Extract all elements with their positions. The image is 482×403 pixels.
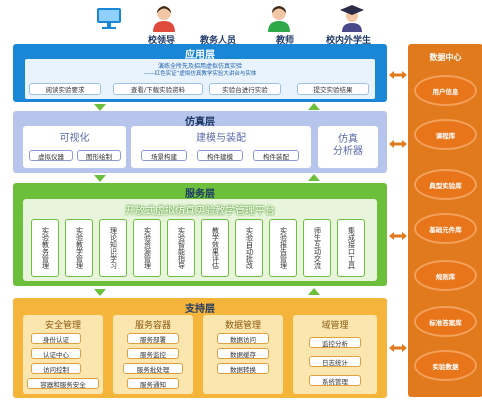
support-group-title: 域管理 xyxy=(321,321,349,331)
double-arrow-icon xyxy=(389,344,407,352)
sim-layer: 仿真层 可视化 虚拟仪器 图形绘制 建模与装配 场景构建 构件建模 构件装配 仿… xyxy=(13,111,387,173)
support-layer-title: 支持层 xyxy=(185,304,215,315)
sim-group-visual-title: 可视化 xyxy=(59,133,90,144)
service-platform-title: 开放式虚拟仿真实验教学管理平台 xyxy=(125,206,275,217)
support-group-domain: 域管理 监控分析 日志统计 系统管理 xyxy=(293,315,377,394)
support-group-data: 数据管理 数据访问 数据缓存 数据转换 xyxy=(203,315,283,394)
app-item-download: 查看/下载实验资料 xyxy=(113,83,203,95)
support-item: 身份认证 xyxy=(31,333,81,344)
sim-group-analyzer: 仿真 分析器 xyxy=(318,126,378,168)
service-module: 实验报告管理 xyxy=(269,219,297,277)
support-group-container: 服务容器 服务部署 服务监控 服务批处理 服务通知 xyxy=(113,315,193,394)
arrow-down-icon xyxy=(94,104,106,111)
sim-group-modeling: 建模与装配 场景构建 构件建模 构件装配 xyxy=(131,126,311,168)
arrow-up-icon xyxy=(308,174,320,181)
sim-group-modeling-title: 建模与装配 xyxy=(196,133,246,144)
user-label-staff: 教务人员 xyxy=(200,36,237,46)
monitor-icon xyxy=(95,6,123,29)
support-item: 数据缓存 xyxy=(217,348,269,359)
service-module: 实验自动批改 xyxy=(235,219,263,277)
app-item-read: 阅读实验要求 xyxy=(29,83,101,95)
support-group-title: 安全管理 xyxy=(44,321,81,331)
support-item: 容器和服务安全 xyxy=(27,378,99,389)
data-center-item: 课程库 xyxy=(414,119,477,150)
data-center-item: 用户信息 xyxy=(414,75,477,106)
service-module: 实验资源管理 xyxy=(133,219,161,277)
support-item: 服务部署 xyxy=(127,333,179,344)
app-layer-title: 应用层 xyxy=(185,50,215,61)
app-item-submit: 提交实验结果 xyxy=(297,83,369,95)
arrow-up-icon xyxy=(308,103,320,110)
user-red-icon xyxy=(150,4,178,32)
service-module: 实验智能指导 xyxy=(167,219,195,277)
user-label-teacher: 教师 xyxy=(276,36,295,46)
data-center-item: 规则库 xyxy=(414,260,477,291)
support-item: 系统管理 xyxy=(309,375,361,386)
sim-item-graph-draw: 图形绘制 xyxy=(77,150,121,161)
support-item: 认证中心 xyxy=(31,348,81,359)
user-green-icon xyxy=(265,4,293,32)
service-platform: 开放式虚拟仿真实验教学管理平台 实验教务管理 实验教学管理 理论知识学习 实验资… xyxy=(23,199,377,281)
service-layer: 服务层 开放式虚拟仿真实验教学管理平台 实验教务管理 实验教学管理 理论知识学习… xyxy=(13,183,387,286)
support-item: 数据访问 xyxy=(217,333,269,344)
app-item-experiment: 实验台进行实验 xyxy=(209,83,281,95)
users-row: 校领导 教务人员 教师 校内外学生 xyxy=(90,4,390,46)
graduate-icon xyxy=(338,4,366,32)
sim-item-virtual-instrument: 虚拟仪器 xyxy=(29,150,73,161)
data-center-item: 基础元件库 xyxy=(414,213,477,244)
data-center-item: 标准答案库 xyxy=(414,306,477,337)
arrow-down-icon xyxy=(94,175,106,182)
service-module: 集成接口工具 xyxy=(337,219,365,277)
support-item: 服务通知 xyxy=(127,378,179,389)
double-arrow-icon xyxy=(389,71,407,79)
service-module: 实验教学管理 xyxy=(65,219,93,277)
sim-layer-title: 仿真层 xyxy=(185,117,215,128)
double-arrow-icon xyxy=(389,232,407,240)
support-group-security: 安全管理 身份认证 认证中心 访问控制 容器和服务安全 xyxy=(23,315,103,394)
support-item: 日志统计 xyxy=(309,356,361,367)
app-banner-line2: ——红色实证”虚拟仿真教学实验大讲台与实体 xyxy=(143,71,257,77)
sim-item-part-assemble: 构件装配 xyxy=(253,150,299,161)
arrow-down-icon xyxy=(94,289,106,296)
sim-group-analyzer-title: 仿真 分析器 xyxy=(333,134,363,157)
sim-item-part-model: 构件建模 xyxy=(197,150,243,161)
support-item: 访问控制 xyxy=(31,363,81,374)
app-banner-line1: 演练全所先及招用虚拟仿真实验 xyxy=(157,63,242,70)
data-center-item: 实验数据 xyxy=(414,350,477,381)
service-module: 教学效果评估 xyxy=(201,219,229,277)
support-group-title: 数据管理 xyxy=(224,321,261,331)
support-item: 数据转换 xyxy=(217,363,269,374)
double-arrow-icon xyxy=(389,140,407,148)
data-center: 数据中心 用户信息 课程库 典型实验库 基础元件库 规则库 标准答案库 实验数据 xyxy=(408,44,482,397)
support-item: 服务批处理 xyxy=(123,363,183,374)
service-module: 理论知识学习 xyxy=(99,219,127,277)
data-center-title: 数据中心 xyxy=(429,53,462,62)
service-modules: 实验教务管理 实验教学管理 理论知识学习 实验资源管理 实验智能指导 教学效果评… xyxy=(29,219,373,277)
app-layer: 应用层 演练全所先及招用虚拟仿真实验 ——红色实证”虚拟仿真教学实验大讲台与实体… xyxy=(13,44,387,102)
support-item: 监控分析 xyxy=(309,337,361,348)
support-layer: 支持层 安全管理 身份认证 认证中心 访问控制 容器和服务安全 服务容器 服务部… xyxy=(13,298,387,398)
data-center-item: 典型实验库 xyxy=(414,169,477,200)
service-layer-title: 服务层 xyxy=(185,189,215,200)
service-module: 师生互动交流 xyxy=(303,219,331,277)
support-item: 服务监控 xyxy=(127,348,179,359)
service-module: 实验教务管理 xyxy=(31,219,59,277)
sim-item-scene-build: 场景构建 xyxy=(141,150,187,161)
user-label-leader: 校领导 xyxy=(148,36,176,46)
support-group-title: 服务容器 xyxy=(134,321,171,331)
sim-group-visual: 可视化 虚拟仪器 图形绘制 xyxy=(23,126,126,168)
arrow-up-icon xyxy=(308,288,320,295)
user-label-students: 校内外学生 xyxy=(326,36,372,46)
